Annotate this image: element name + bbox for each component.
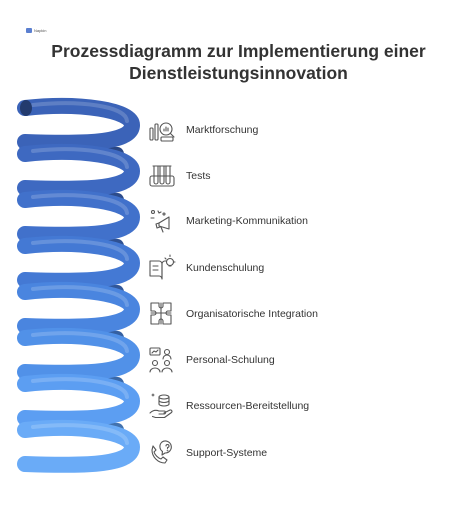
test-tubes-icon [149, 165, 175, 187]
step-item: Support-Systeme [147, 438, 267, 468]
logo-text: Napkin [34, 28, 47, 33]
spiral-top-end [20, 100, 32, 116]
logo: Napkin [26, 28, 46, 33]
step-label: Marketing-Kommunikation [186, 215, 308, 227]
spiral-highlight [31, 285, 129, 307]
step-item: Organisatorische Integration [147, 299, 318, 329]
spiral-coil-loop [17, 282, 141, 335]
hand-database-icon [149, 393, 173, 419]
step-label: Personal-Schulung [186, 354, 275, 366]
step-label: Kundenschulung [186, 262, 265, 274]
puzzle-icon [150, 302, 172, 325]
step-label: Ressourcen-Bereitstellung [186, 400, 310, 412]
step-label: Support-Systeme [186, 447, 268, 459]
spiral-coil-loop [17, 328, 141, 381]
spiral-coil-loop [17, 236, 141, 289]
page-title: Prozessdiagramm zur Implementierung eine… [30, 40, 447, 84]
spiral-highlight [31, 193, 129, 215]
megaphone-icon [150, 209, 170, 233]
spiral-coil-loop [17, 144, 141, 197]
napkin-logo-icon [26, 28, 32, 33]
step-label: Organisatorische Integration [186, 308, 318, 320]
step-item: Marktforschung [147, 115, 258, 145]
spiral-coil-loop [17, 420, 141, 473]
step-label: Marktforschung [186, 124, 259, 136]
step-item: Kundenschulung [147, 253, 264, 283]
spiral-coil-loop [17, 190, 141, 243]
spiral-coil-loop [17, 98, 141, 151]
step-item: Personal-Schulung [147, 345, 275, 375]
spiral-coil-loop [17, 374, 141, 427]
spiral-highlight [31, 101, 129, 123]
spiral-highlight [31, 239, 129, 261]
title-line-2: Dienstleistungsinnovation [129, 63, 348, 83]
phone-support-icon [151, 440, 172, 464]
step-item: Tests [147, 161, 211, 191]
spiral-highlight [31, 147, 129, 169]
spiral-highlight [31, 423, 129, 445]
spiral-highlight [31, 377, 129, 399]
team-training-icon [149, 347, 173, 373]
book-lightbulb-icon [149, 254, 176, 280]
step-label: Tests [186, 170, 211, 182]
market-research-icon [149, 122, 175, 142]
spiral-highlight [31, 331, 129, 353]
step-item: Ressourcen-Bereitstellung [147, 391, 309, 421]
step-item: Marketing-Kommunikation [147, 206, 308, 236]
title-line-1: Prozessdiagramm zur Implementierung eine… [51, 41, 426, 61]
